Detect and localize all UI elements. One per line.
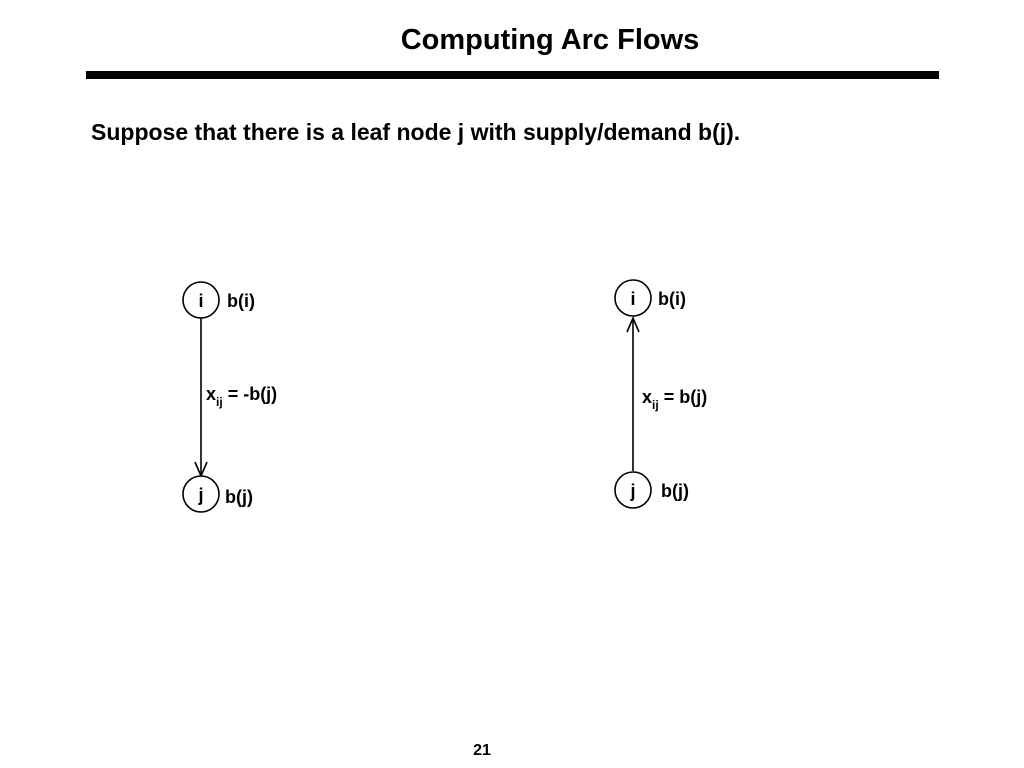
flow-var: x [206, 384, 216, 404]
flow-equation-left: xij = -b(j) [206, 384, 277, 409]
statement-text: Suppose that there is a leaf node j with… [91, 119, 741, 145]
title-rule [86, 71, 939, 79]
flow-subscript: ij [216, 395, 223, 409]
node-i-supply: b(i) [658, 289, 686, 309]
node-i-circle [614, 279, 652, 317]
node-j-label: j [197, 485, 203, 505]
flow-var: x [642, 387, 652, 407]
diagram-left: i b(i) xij = -b(j) j b(j) [182, 281, 277, 513]
node-j-label: j [629, 481, 635, 501]
page-number: 21 [473, 742, 491, 759]
flow-equation-right: xij = b(j) [642, 387, 707, 412]
flow-rhs: = -b(j) [223, 384, 278, 404]
flow-rhs: = b(j) [659, 387, 708, 407]
node-j-circle [614, 471, 652, 509]
node-i-label: i [198, 291, 203, 311]
arrowhead-up [626, 315, 640, 333]
slide-title: Computing Arc Flows [400, 24, 700, 56]
node-i-label: i [630, 289, 635, 309]
diagram-right: i b(i) xij = b(j) j b(j) [614, 279, 707, 509]
node-j-supply: b(j) [661, 481, 689, 501]
node-j-supply: b(j) [225, 487, 253, 507]
node-i-supply: b(i) [227, 291, 255, 311]
flow-subscript: ij [652, 398, 659, 412]
node-i-circle [182, 281, 220, 319]
node-j-circle [182, 475, 220, 513]
